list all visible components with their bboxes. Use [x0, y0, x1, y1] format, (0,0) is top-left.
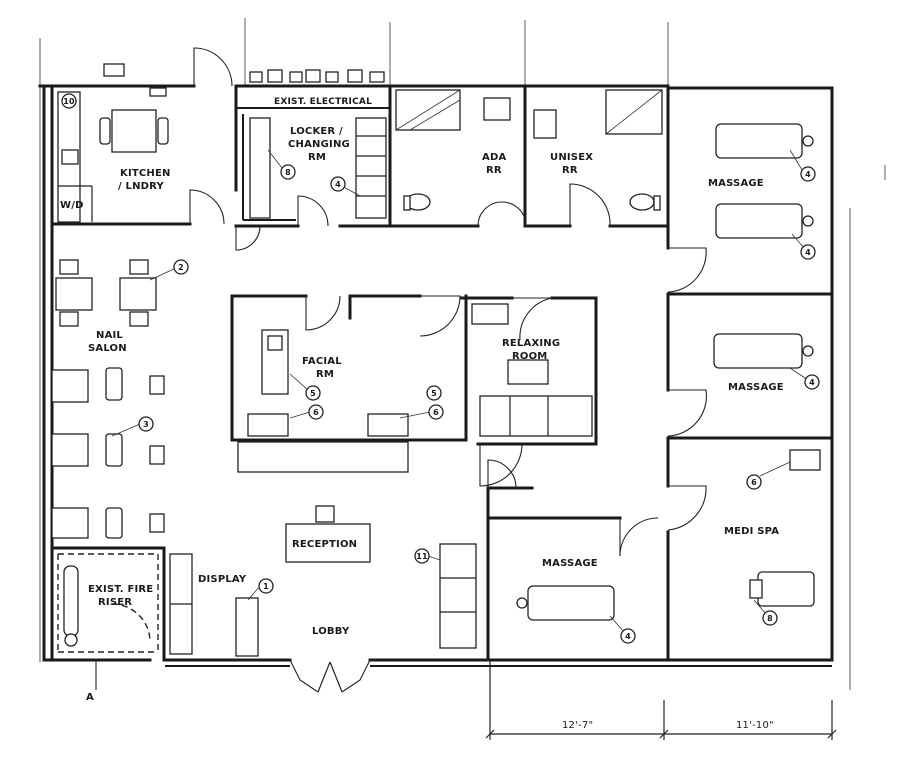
locker-label-3: RM: [308, 152, 326, 163]
tag-10: 10: [63, 97, 75, 106]
locker-label-1: LOCKER /: [290, 126, 343, 137]
massage-label-2: MASSAGE: [728, 382, 784, 393]
reception-label: RECEPTION: [292, 539, 357, 550]
dimension-right: 11'-10": [736, 720, 774, 731]
interior-walls: [50, 84, 834, 662]
section-mark-a: A: [86, 692, 94, 703]
locker-label-2: CHANGING: [288, 139, 350, 150]
tag-4-massage-3: 4: [625, 632, 631, 641]
ada-label-1: ADA: [482, 152, 506, 163]
exist-electrical-label: EXIST. ELECTRICAL: [274, 97, 372, 107]
room-labels: KITCHEN / LNDRY W/D EXIST. ELECTRICAL LO…: [60, 97, 784, 637]
tag-8-medi: 8: [767, 614, 773, 623]
tag-4-massage-1b: 4: [805, 248, 811, 257]
tag-8: 8: [285, 168, 291, 177]
reference-lines: [39, 18, 886, 690]
nail-salon-label-2: SALON: [88, 343, 127, 354]
tag-11: 11: [416, 552, 428, 561]
equipment-tags: 10 8 4 4 4 4 2 3 5 5 6 6 6 1 11 4 8: [61, 93, 820, 644]
kitchen-fixtures: [57, 91, 169, 223]
medi-spa-label: MEDI SPA: [724, 526, 779, 537]
tag-1: 1: [263, 582, 269, 591]
massage-tables: [516, 123, 814, 621]
lobby-label: LOBBY: [312, 626, 350, 637]
ada-label-2: RR: [486, 165, 502, 176]
massage-label-3: MASSAGE: [542, 558, 598, 569]
kitchen-label: KITCHEN: [120, 168, 171, 179]
nail-salon-label-1: NAIL: [96, 330, 123, 341]
fire-riser-label-2: RISER: [98, 597, 132, 608]
section-mark: A: [86, 692, 94, 703]
unisex-label-1: UNISEX: [550, 152, 593, 163]
nail-salon-fixtures: [51, 259, 165, 539]
unisex-restroom-fixtures: [533, 89, 663, 211]
ada-restroom-fixtures: [395, 89, 511, 211]
medi-spa-fixtures: [749, 449, 821, 607]
tag-4-massage-2: 4: [809, 378, 815, 387]
fire-riser-fixtures: [63, 565, 79, 647]
tag-4-locker: 4: [335, 180, 341, 189]
fire-riser-label-1: EXIST. FIRE: [88, 584, 153, 595]
tag-6-medi: 6: [751, 478, 757, 487]
tag-3: 3: [143, 420, 149, 429]
relaxing-label-2: ROOM: [512, 351, 547, 362]
tag-2: 2: [178, 263, 184, 272]
facial-label-1: FACIAL: [302, 356, 342, 367]
tag-6-b: 6: [433, 408, 439, 417]
laundry-label: / LNDRY: [118, 181, 165, 192]
tag-6-a: 6: [313, 408, 319, 417]
facial-room-fixtures: [247, 329, 409, 437]
washer-dryer-label: W/D: [60, 200, 84, 211]
display-label: DISPLAY: [198, 574, 247, 585]
relaxing-label-1: RELAXING: [502, 338, 560, 349]
electrical-panels: [103, 63, 385, 97]
dimension-left: 12'-7": [562, 720, 593, 731]
lobby-fixtures: [235, 505, 477, 657]
doors: [95, 47, 707, 693]
tag-4-massage-1a: 4: [805, 170, 811, 179]
locker-fixtures: [249, 117, 387, 219]
dimension-lines: 12'-7" 11'-10": [485, 660, 837, 740]
tag-leaders: [111, 149, 809, 633]
tag-5-b: 5: [431, 389, 437, 398]
relaxing-room-fixtures: [471, 303, 593, 437]
unisex-label-2: RR: [562, 165, 578, 176]
massage-label-1: MASSAGE: [708, 178, 764, 189]
facial-label-2: RM: [316, 369, 334, 380]
tag-5-facial: 5: [310, 389, 316, 398]
